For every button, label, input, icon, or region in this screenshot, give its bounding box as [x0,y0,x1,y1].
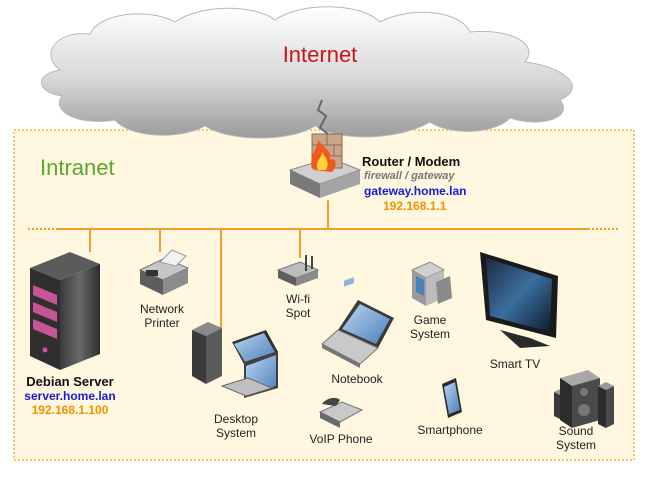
voip-label: VoIP Phone [300,432,382,446]
game-label-line2: System [409,327,450,341]
internet-label: Internet [282,42,358,67]
server-title: Debian Server [26,374,114,389]
desktop-label: Desktop System [200,412,272,440]
router-modem-icon [288,133,362,198]
router-title: Router / Modem [362,154,461,169]
game-label-line1: Game [413,313,447,327]
intranet-label: Intranet [40,155,115,180]
desktop-computer-icon [192,322,278,398]
wifi-access-point-icon [276,255,320,286]
wifi-label: Wi-fi Spot [270,292,326,320]
smartphone-icon [442,378,462,418]
printer-label-line1: Network [139,302,184,316]
desktop-label-line1: Desktop [213,412,259,426]
wifi-label-line2: Spot [285,306,311,320]
game-label: Game System [400,313,460,341]
voip-label-line1: VoIP Phone [309,432,373,446]
internet-cloud [41,6,573,139]
desktop-label-line2: System [215,426,256,440]
desk-phone-icon [318,277,364,428]
sound-label-line2: System [555,438,596,452]
sound-label-line1: Sound [558,424,594,438]
game-console-icon [410,261,452,306]
sound-label: Sound System [546,424,606,452]
printer-label: Network Printer [130,302,194,330]
tv-label: Smart TV [480,357,550,371]
tv-icon [480,252,558,348]
smartphone-label: Smartphone [410,423,490,437]
notebook-label: Notebook [324,372,390,386]
router-ip: 192.168.1.1 [383,199,447,213]
tv-label-line1: Smart TV [489,357,541,371]
server-hostname: server.home.lan [24,389,116,403]
router-hostname: gateway.home.lan [364,184,467,198]
server-ip: 192.168.1.100 [31,403,109,417]
speaker-system-icon [554,370,614,428]
printer-label-line2: Printer [144,316,180,330]
printer-icon [138,249,190,295]
router-role: firewall / gateway [364,170,455,182]
wifi-label-line1: Wi-fi [286,292,310,306]
smartphone-label-line1: Smartphone [417,423,483,437]
lan-wiring [28,200,620,330]
server-tower-icon [30,252,100,370]
laptop-icon [321,300,394,368]
notebook-label-line1: Notebook [331,372,383,386]
